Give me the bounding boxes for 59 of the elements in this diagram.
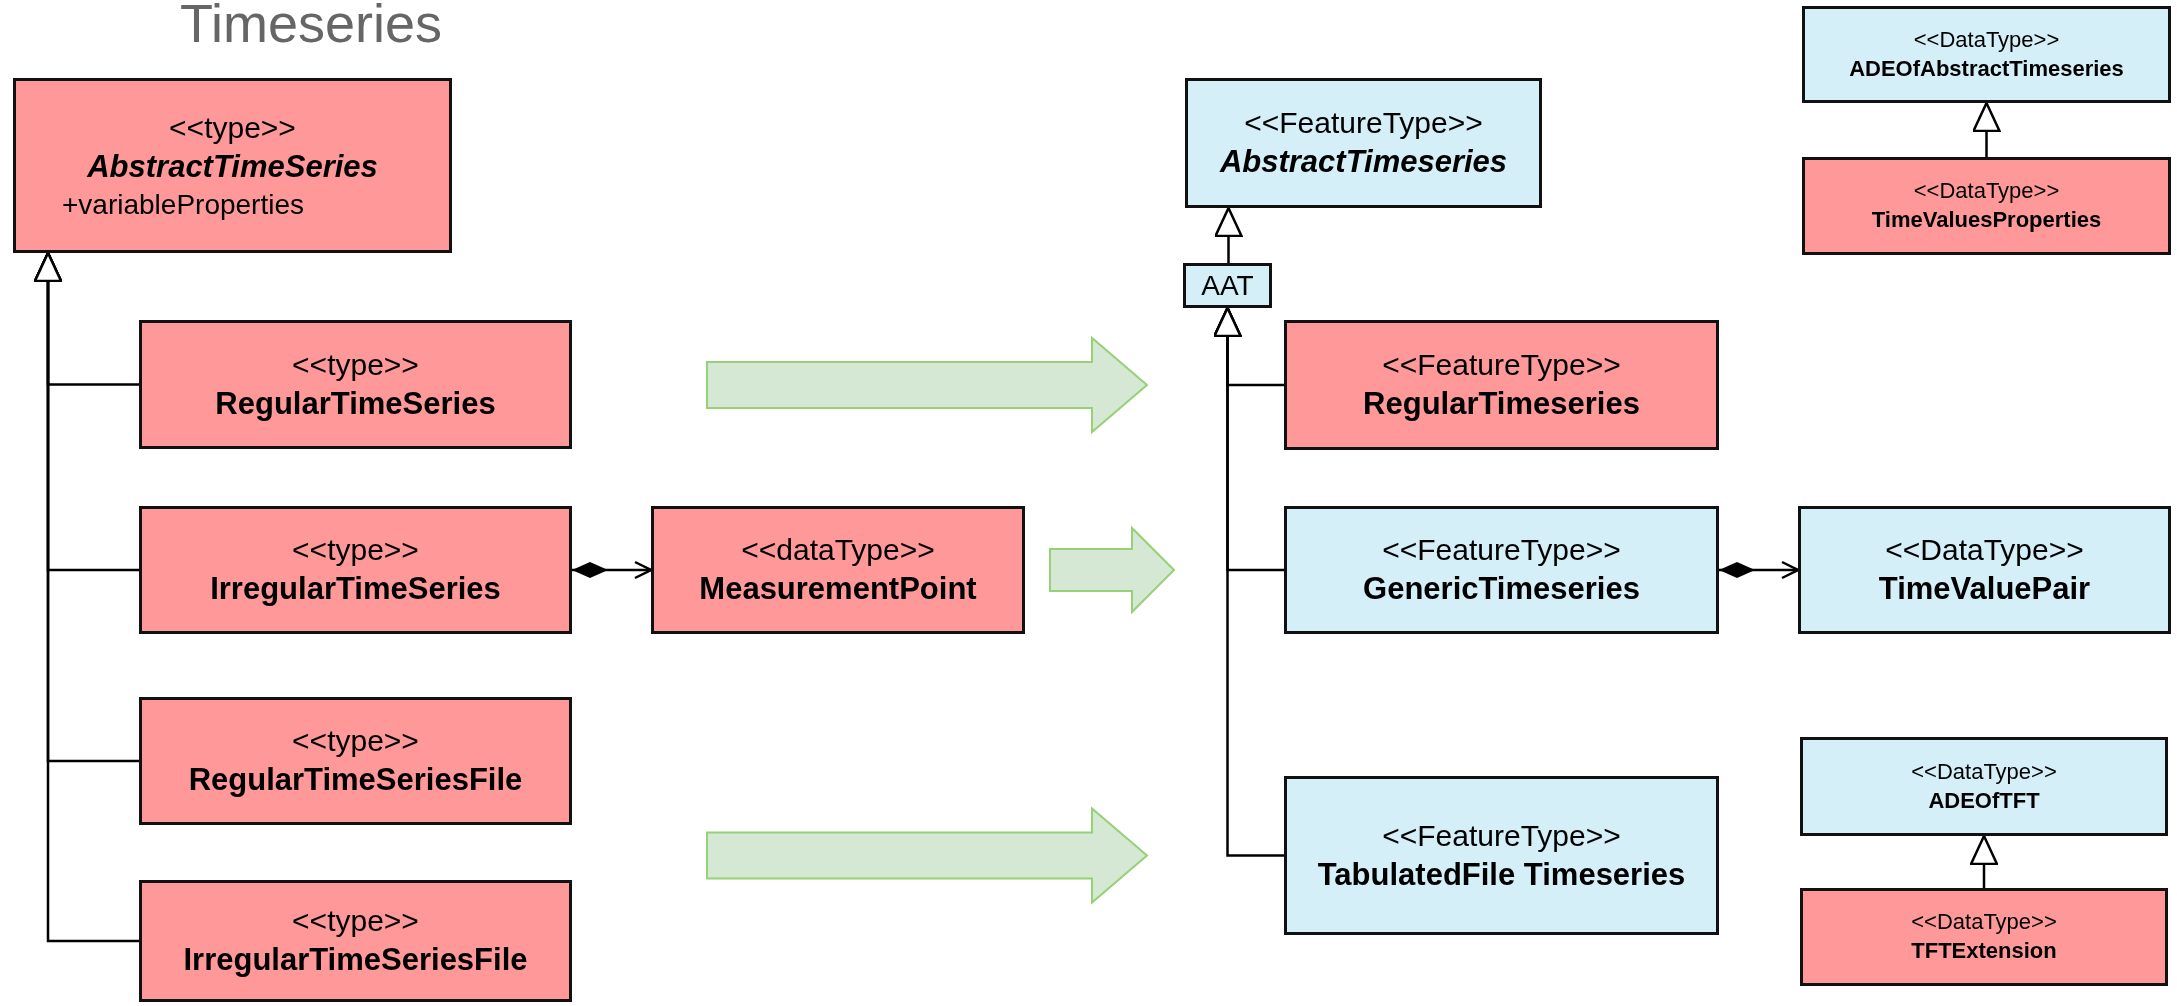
class-name: ADEOfTFT: [1928, 786, 2040, 815]
class-box: [1802, 157, 2171, 255]
stereotype-label: <<type>>: [292, 723, 419, 760]
connector: [1969, 834, 1999, 888]
class-tag: AAT: [1201, 271, 1254, 300]
connector: [1213, 306, 1284, 857]
stereotype-label: <<dataType>>: [741, 532, 935, 569]
class-name: TFTExtension: [1911, 937, 2057, 965]
class-box: [1284, 320, 1719, 450]
connector: [1972, 101, 2001, 157]
block-arrow: [706, 806, 1149, 905]
class-name: RegularTimeseries: [1363, 385, 1640, 424]
stereotype-label: <<DataType>>: [1911, 757, 2057, 786]
block-arrow: [1049, 525, 1176, 615]
class-box: [651, 506, 1025, 634]
class-name: ADEOfAbstractTimeseries: [1849, 54, 2124, 83]
connector: [1719, 560, 1800, 580]
stereotype-label: <<FeatureType>>: [1382, 532, 1621, 569]
stereotype-label: <<FeatureType>>: [1382, 347, 1621, 384]
attribute-text: +variableProperties: [61, 187, 306, 222]
class-name: AbstractTimeseries: [1219, 143, 1508, 182]
class-box: [1798, 506, 2171, 634]
class-name: IrregularTimeSeries: [210, 570, 501, 609]
connector: [33, 251, 139, 943]
class-name: MeasurementPoint: [699, 570, 977, 609]
connector: [1214, 206, 1243, 263]
class-name: RegularTimeSeriesFile: [188, 761, 523, 800]
class-name: IrregularTimeSeriesFile: [183, 941, 528, 980]
class-box: [1800, 888, 2168, 986]
class-box: [139, 506, 572, 634]
class-name: RegularTimeSeries: [215, 384, 496, 423]
class-box: [1800, 737, 2168, 836]
class-name: GenericTimeseries: [1363, 570, 1640, 609]
class-box: [1183, 263, 1272, 308]
class-name: AbstractTimeSeries: [87, 147, 378, 186]
stereotype-label: <<type>>: [292, 346, 419, 383]
block-arrow: [706, 335, 1149, 435]
stereotype-label: <<DataType>>: [1913, 177, 2060, 206]
class-box: [1284, 776, 1719, 935]
class-box: [13, 78, 452, 253]
stereotype-label: <<DataType>>: [1885, 532, 2084, 569]
class-box: [1185, 78, 1542, 208]
stereotype-label: <<type>>: [292, 903, 419, 940]
title: Timeseries: [180, 0, 443, 50]
stereotype-label: <<type>>: [292, 532, 419, 569]
stereotype-label: <<FeatureType>>: [1382, 817, 1621, 854]
stereotype-label: <<type>>: [169, 109, 296, 146]
class-box: [139, 320, 572, 449]
stereotype-label: <<DataType>>: [1913, 25, 2060, 54]
class-name: TimeValuesProperties: [1871, 206, 2102, 234]
stereotype-label: <<FeatureType>>: [1244, 105, 1483, 142]
class-box: [1802, 6, 2171, 103]
class-name: TimeValuePair: [1878, 570, 2091, 609]
connector: [572, 560, 653, 580]
class-name: TabulatedFile Timeseries: [1317, 855, 1686, 894]
class-box: [1284, 506, 1719, 634]
stereotype-label: <<DataType>>: [1911, 908, 2057, 937]
class-box: [139, 697, 572, 825]
class-box: [139, 880, 572, 1002]
